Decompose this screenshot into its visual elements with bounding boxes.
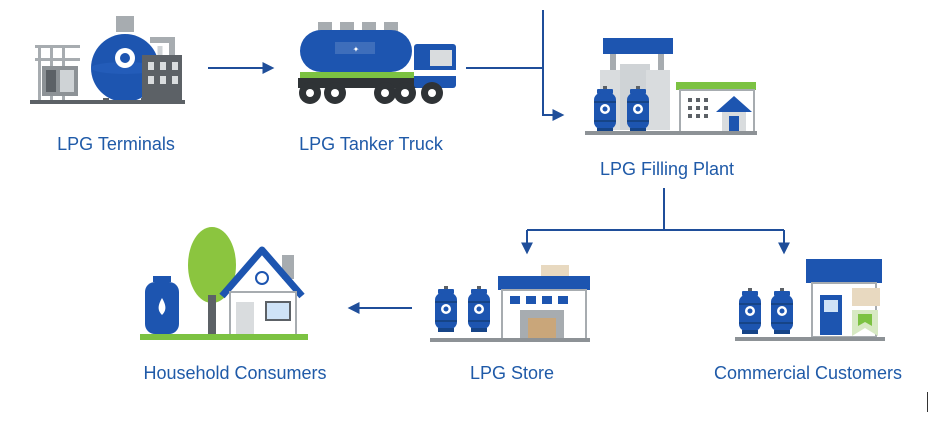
store-icon xyxy=(430,265,590,342)
flow-connectors xyxy=(208,10,790,314)
label-lpg-terminals: LPG Terminals xyxy=(57,134,175,154)
house-icon xyxy=(140,227,308,340)
storage-terminal-icon xyxy=(30,16,185,104)
commercial-building-icon xyxy=(735,259,885,341)
label-household-consumers: Household Consumers xyxy=(143,363,327,383)
edge-mark xyxy=(927,392,928,412)
tanker-truck-icon: ✦ xyxy=(298,22,456,104)
label-commercial-customers: Commercial Customers xyxy=(713,363,903,383)
label-lpg-tanker-truck: LPG Tanker Truck xyxy=(299,134,443,154)
label-lpg-store: LPG Store xyxy=(469,363,555,383)
arrow-into-plant xyxy=(542,10,565,121)
label-lpg-filling-plant: LPG Filling Plant xyxy=(599,159,735,179)
filling-plant-icon xyxy=(585,38,757,135)
svg-text:✦: ✦ xyxy=(353,45,360,54)
